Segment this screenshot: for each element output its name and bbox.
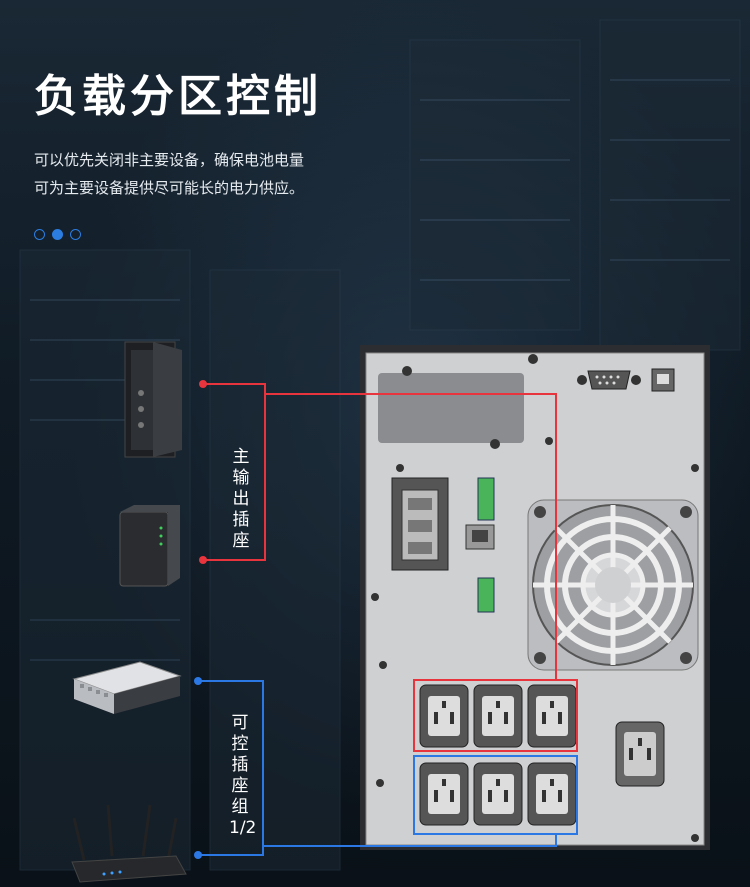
terminal-block-1: [477, 477, 495, 521]
pagination-dot-2-active[interactable]: [52, 229, 63, 240]
cooling-fan: [527, 499, 699, 671]
network-switch-device: [72, 661, 182, 714]
wifi-router-device: [71, 804, 187, 883]
description-line-1: 可以优先关闭非主要设备，确保电池电量: [34, 151, 305, 169]
main-outlet-label: 主输出插座: [232, 447, 250, 551]
expansion-slot: [391, 477, 449, 571]
server-tower-device: [124, 341, 182, 458]
serial-port: [587, 370, 631, 390]
nas-device: [119, 505, 180, 587]
pagination-dot-1[interactable]: [34, 229, 45, 240]
ups-rear-panel: [360, 345, 710, 850]
controllable-outlet-wiring: [198, 680, 578, 856]
main-outlet-wiring: [203, 383, 578, 752]
description: 可以优先关闭非主要设备，确保电池电量 可为主要设备提供尽可能长的电力供应。: [34, 146, 304, 202]
controllable-outlets: [419, 762, 577, 826]
pagination-dot-3[interactable]: [70, 229, 81, 240]
carousel-pagination: [34, 229, 81, 240]
terminal-block-2: [477, 577, 495, 613]
main-outlets: [419, 684, 577, 748]
ac-input-socket: [615, 721, 665, 787]
description-line-2: 可为主要设备提供尽可能长的电力供应。: [34, 179, 305, 197]
page-title: 负载分区控制: [34, 71, 322, 122]
controllable-outlet-label: 可控插座组1/2: [229, 713, 257, 838]
